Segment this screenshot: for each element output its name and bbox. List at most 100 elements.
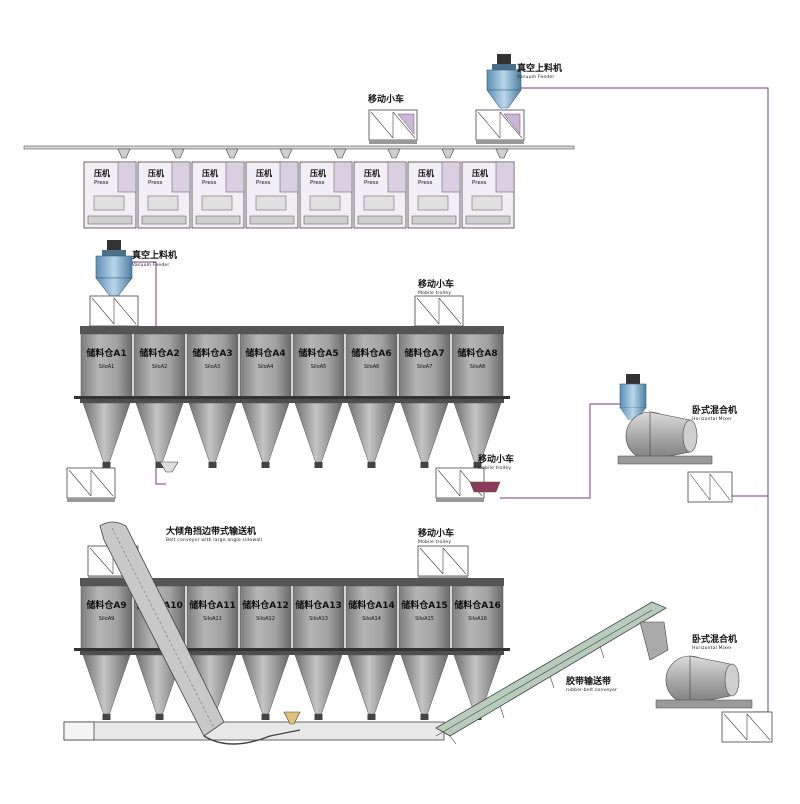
silo-label-en: SiloA1 [99,364,115,370]
silo-row-2: 储料仓A9SiloA9储料仓A10SiloA10储料仓A11SiloA11储料仓… [74,578,510,720]
horizontal-mixer-bottom [639,621,773,743]
mobile-trolley-mid-en: Mobile trolley [418,290,451,296]
press-label-en: Press [94,180,109,186]
press-die [363,195,395,211]
silo-ring [398,650,451,655]
press-hopper [495,148,509,159]
silo-body [133,333,186,399]
press-column [117,161,137,193]
press-label-en: Press [148,180,163,186]
silo-body [398,333,451,399]
silo-roof [292,326,345,334]
mixer-bottom-en: Horizontal Mixer [692,645,732,651]
silo-roof [80,326,133,334]
press-label-cn: 压机 [202,168,218,178]
vacuum-feeder-top-en: Vacuum Feeder [517,74,554,80]
press-label-cn: 压机 [310,168,326,178]
silo-roof [345,326,398,334]
silo-outlet [155,714,164,720]
press-die [93,195,125,211]
silo-ring [345,650,398,655]
press: 压机 Press [245,148,299,229]
rubber-conveyor-en: rubber-belt conveyor [566,687,617,693]
pipe-mixer-trolley [500,403,628,499]
silo-label-cn: 储料仓A2 [139,347,179,359]
belt-conveyor-en: Belt conveyor with large angle sidewall [166,537,262,543]
silo-label-en: SiloA5 [311,364,327,370]
silo-cone [453,402,502,463]
silo-ring [451,650,504,655]
silo-label-en: SiloA6 [364,364,380,370]
rubber-conveyor-cn: 胶带输送带 [566,675,611,687]
silo-label-en: SiloA2 [152,364,168,370]
vacuum-feeder-mid-cn: 真空上料机 [132,249,177,261]
silo-label-cn: 储料仓A13 [295,599,342,611]
press-die [471,195,503,211]
silo-label-cn: 储料仓A6 [351,347,391,359]
press-label-en: Press [256,180,271,186]
hopper-small-mid [159,461,179,473]
silo-label-cn: 储料仓A16 [454,599,501,611]
silo-ring [133,650,186,655]
silo-cone [135,402,184,463]
silo-label-cn: 储料仓A1 [86,347,126,359]
mobile-trolley-bottom-en: Mobile trolley [418,539,451,545]
press-label-cn: 压机 [418,168,434,178]
silo-label-en: SiloA11 [203,616,222,622]
press-base [249,215,295,225]
silo-cone [294,654,343,715]
silo-ring [80,398,133,403]
silo-roof [133,578,186,586]
silo-ring [80,650,133,655]
silo-ring [292,650,345,655]
silo-cone [347,402,396,463]
press-label-cn: 压机 [256,168,272,178]
press-base [141,215,187,225]
silo-label-cn: 储料仓A9 [86,599,126,611]
silo-roof [292,578,345,586]
belt-conveyor-cn: 大倾角挡边带式输送机 [166,525,256,537]
mobile-trolley-right [435,467,501,502]
silo-label-cn: 储料仓A14 [348,599,395,611]
silo-cone [294,402,343,463]
silo-label-cn: 储料仓A7 [404,347,444,359]
press-label-cn: 压机 [94,168,110,178]
silo-label-cn: 储料仓A5 [298,347,338,359]
vacuum-feeder-top [475,54,525,144]
silo-cone [347,654,396,715]
silo-ring [186,398,239,403]
silo-body [451,333,504,399]
silo-roof [239,326,292,334]
press-column [441,161,461,193]
press: 压机 Press [83,148,137,229]
silo-roof [398,578,451,586]
press-die [309,195,341,211]
press: 压机 Press [137,148,191,229]
press-column [387,161,407,193]
silo-body [292,333,345,399]
press-base [87,215,133,225]
silo-label-en: SiloA7 [417,364,433,370]
silo-ring [345,398,398,403]
rubber-belt-conveyor [435,601,667,745]
silo-label-en: SiloA12 [256,616,275,622]
horizontal-mixer-mid [617,374,733,503]
press-column [495,161,515,193]
press-label-cn: 压机 [472,168,488,178]
press-die [255,195,287,211]
silo-cone [241,654,290,715]
mobile-trolley-left-low [66,467,116,502]
silo-label-cn: 储料仓A12 [242,599,289,611]
silo-roof [80,578,133,586]
silo-cone [82,654,131,715]
silo-cone [241,402,290,463]
press-label-cn: 压机 [148,168,164,178]
bottom-collector-belt [63,711,445,741]
